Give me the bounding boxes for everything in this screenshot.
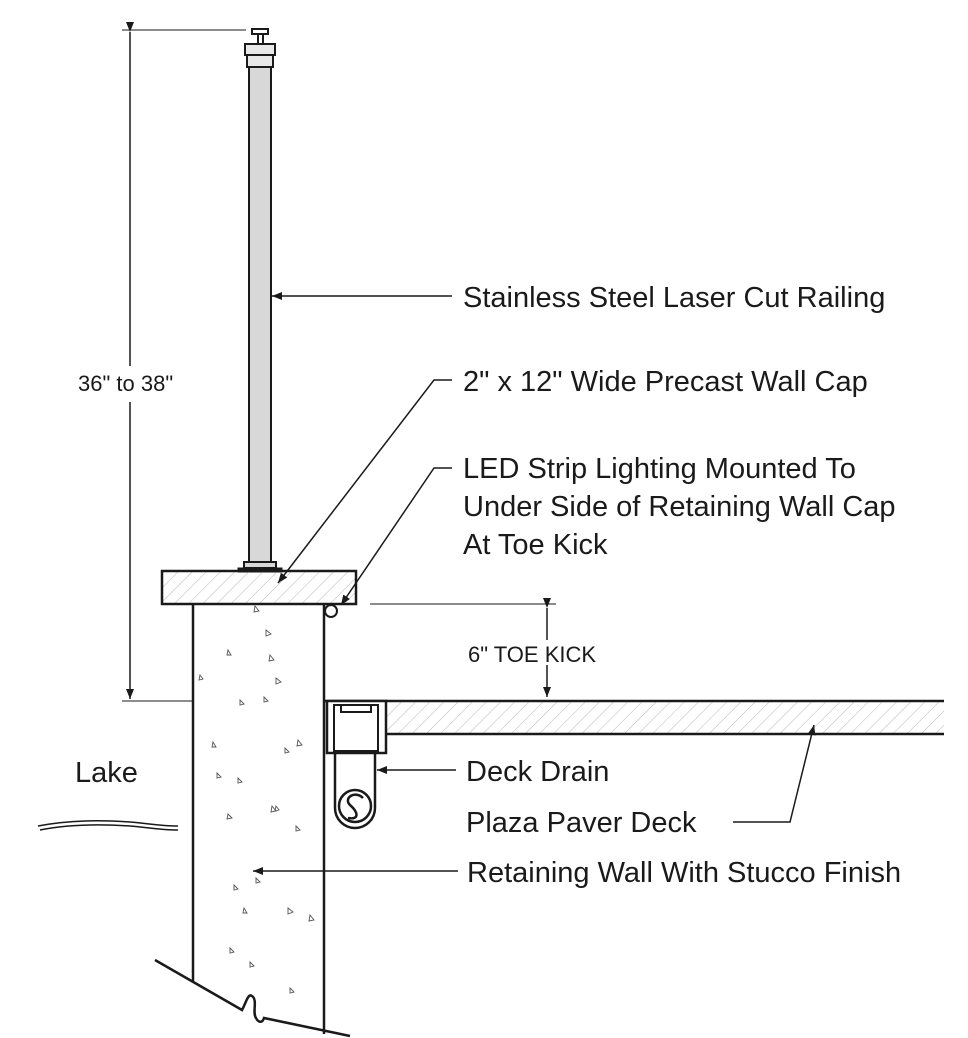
led-lighting-label-line3: At Toe Kick [463,529,608,561]
stucco-aggregate-marks [198,604,315,994]
paver-deck-leader [733,724,816,823]
railing-height-dimension [122,22,246,702]
deck-drain-label: Deck Drain [466,756,609,788]
railing-label: Stainless Steel Laser Cut Railing [463,282,885,314]
led-lighting-label-line1: LED Strip Lighting Mounted To [463,453,856,485]
led-light-leader [340,467,452,606]
lake-label: Lake [75,757,138,789]
toe-kick-dimension [370,598,556,697]
paver-deck-label: Plaza Paver Deck [466,807,697,839]
railing-height-label: 36" to 38" [78,371,173,396]
wall-cap-leader [277,379,452,584]
railing-post [237,28,283,573]
retaining-wall-label: Retaining Wall With Stucco Finish [467,857,901,889]
precast-wall-cap [160,569,358,606]
lake-water-lines [37,820,179,831]
plaza-paver-deck [325,699,944,736]
led-strip-light [324,604,338,618]
toe-kick-label: 6" TOE KICK [468,642,596,667]
wall-cap-label: 2" x 12" Wide Precast Wall Cap [463,366,868,398]
retaining-wall [154,604,351,1038]
deck-drain [325,699,388,830]
led-lighting-label-line2: Under Side of Retaining Wall Cap [463,491,896,523]
